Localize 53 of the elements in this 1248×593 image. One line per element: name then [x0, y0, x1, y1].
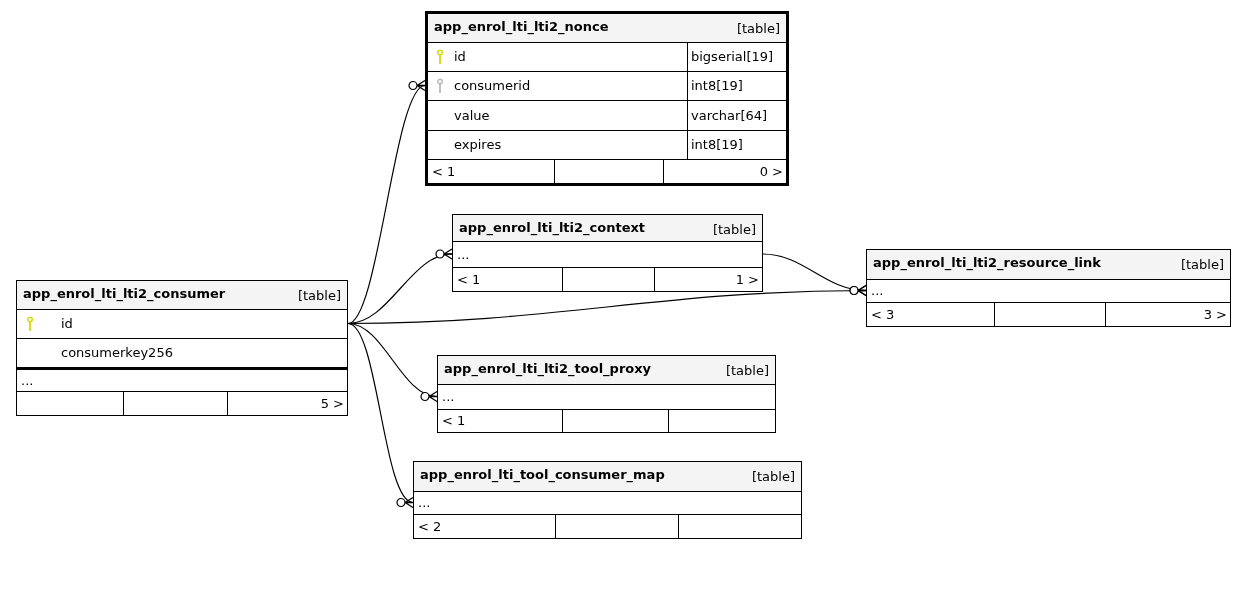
row-count: < 2 — [418, 518, 442, 535]
column-type: int8[19] — [691, 78, 743, 94]
relationship-connector — [762, 253, 867, 297]
column-name: ... — [442, 389, 455, 405]
column-name: id — [61, 316, 73, 332]
table-name: app_enrol_lti_lti2_tool_proxy — [444, 361, 652, 376]
table-type-label: [table] — [751, 469, 795, 484]
column-name: consumerkey256 — [61, 345, 173, 361]
table-name: app_enrol_lti_lti2_context — [459, 220, 646, 235]
table-type-label: [table] — [1180, 257, 1224, 272]
row-count: 3 > — [1203, 306, 1227, 323]
table-footer — [867, 302, 1230, 326]
table-box — [866, 249, 1231, 327]
row-count: < 1 — [442, 413, 466, 429]
table-name: app_enrol_lti_lti2_resource_link — [873, 255, 1101, 270]
column-name: value — [454, 107, 490, 124]
table-box — [452, 214, 763, 292]
table-row — [428, 100, 786, 130]
column-name: ... — [21, 372, 34, 389]
column-name: id — [454, 49, 466, 65]
table-type-label: [table] — [712, 222, 756, 237]
table-type-label: [table] — [736, 21, 780, 36]
table-type-label: [table] — [297, 288, 341, 303]
table-name: app_enrol_lti_lti2_nonce — [434, 19, 609, 34]
table-footer — [453, 267, 762, 291]
table-row — [428, 130, 786, 159]
table-row — [428, 42, 786, 71]
table-footer — [428, 159, 786, 183]
table-footer — [438, 409, 775, 432]
row-count: < 1 — [457, 271, 481, 288]
row-count: < 1 — [432, 163, 456, 180]
row-count: 5 > — [320, 395, 344, 412]
table-name: app_enrol_lti_lti2_consumer — [23, 286, 226, 301]
column-type: int8[19] — [691, 137, 743, 153]
table-row — [428, 71, 786, 100]
table-box — [16, 280, 348, 416]
column-type: bigserial[19] — [691, 49, 774, 65]
table-footer — [17, 391, 347, 415]
column-name: ... — [871, 283, 884, 299]
table-box — [413, 461, 802, 539]
row-count: < 3 — [871, 306, 895, 323]
table-name: app_enrol_lti_tool_consumer_map — [420, 467, 665, 482]
column-name: consumerid — [454, 78, 531, 94]
column-type: varchar[64] — [691, 107, 768, 124]
table-type-label: [table] — [725, 363, 769, 378]
row-count: 1 > — [735, 271, 759, 288]
table-footer — [414, 514, 801, 538]
column-name: ... — [457, 246, 470, 263]
row-count: 0 > — [759, 163, 783, 180]
table-box — [437, 355, 776, 433]
column-name: ... — [418, 495, 431, 511]
table-box — [425, 11, 789, 186]
column-name: expires — [454, 137, 502, 153]
